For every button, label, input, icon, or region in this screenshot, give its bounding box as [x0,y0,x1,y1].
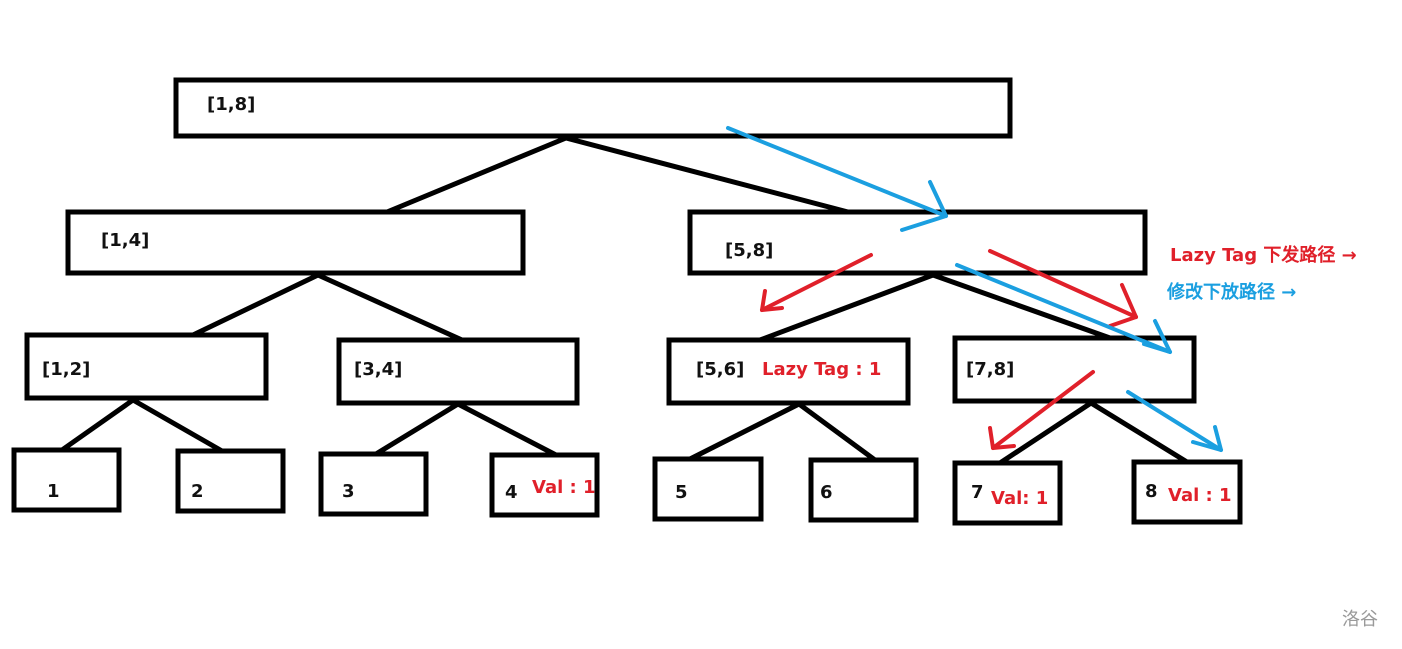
node-label: 2 [191,481,204,502]
node-box [11,447,122,513]
arrowhead-icon [1108,283,1138,328]
tree-node-n1_2: [1,2] [24,332,269,401]
node-label: [1,2] [42,359,90,380]
node-label: 3 [342,481,355,502]
tree-edge [60,397,135,453]
node-box [65,209,526,276]
node-label: [5,6] [696,359,744,380]
lazy-tag-arrow [988,249,1138,328]
node-annotation: Val : 1 [532,477,596,498]
lazy-tag-arrow [988,370,1095,450]
node-box [652,456,764,522]
node-box [318,451,429,517]
node-box [336,337,580,406]
tree-edge [688,401,801,462]
node-box [24,332,269,401]
tree-edge [565,135,849,215]
node-box [952,460,1063,526]
node-label: 8 [1145,481,1158,502]
tree-node-n5_6: [5,6] Lazy Tag : 1 [666,337,911,406]
node-label: 4 [505,482,518,503]
tree-node-n3_4: [3,4] [336,337,580,406]
tree-node-n5_8: [5,8] [687,209,1148,276]
tree-node-l3: 3 [318,451,429,517]
modify-path-arrow [1126,390,1223,452]
tree-node-l8: 8 Val : 1 [1131,459,1243,525]
node-label: [1,8] [207,94,255,115]
arrowhead-icon [760,289,784,312]
lazy-tag-arrow [760,253,873,312]
watermark: 洛谷 [1342,609,1378,630]
tree-node-l1: 1 [11,447,122,513]
legend: Lazy Tag 下发路径 → 修改下放路径 → [1166,244,1357,303]
tree-edges [60,135,1189,466]
tree-edge [797,401,877,463]
tree-node-l7: 7 Val: 1 [952,460,1063,526]
node-box [489,452,600,518]
tree-node-l6: 6 [808,457,919,523]
arrowhead-icon [900,180,948,232]
node-annotation: Lazy Tag : 1 [762,359,881,380]
node-label: [1,4] [101,230,149,251]
node-label: [7,8] [966,359,1014,380]
tree-node-l4: 4 Val : 1 [489,452,600,518]
tree-nodes: [1,8] [1,4] [5,8] [1,2] [3,4] [5,6] Lazy Tag :… [11,77,1243,526]
tree-node-n1_4: [1,4] [65,209,526,276]
node-box [687,209,1148,276]
tree-edge [1089,400,1189,465]
arrowhead-icon [1142,319,1172,354]
tree-edge [386,135,567,215]
modify-path-arrow [955,263,1172,354]
tree-edge [374,401,460,457]
node-label: [5,8] [725,240,773,261]
tree-node-l5: 5 [652,456,764,522]
node-box [1131,459,1243,525]
arrowhead-icon [1191,425,1223,452]
node-box [173,77,1013,139]
tree-edge [131,397,224,454]
modify-path-arrow [726,126,948,232]
node-label: 6 [820,482,833,503]
node-annotation: Val: 1 [991,488,1048,509]
tree-edge [316,272,464,343]
tree-node-n1_8: [1,8] [173,77,1013,139]
node-label: 5 [675,482,688,503]
tree-edge [998,400,1093,466]
legend-modify-path: 修改下放路径 → [1166,281,1296,303]
node-box [175,448,286,514]
node-label: 7 [971,482,984,503]
arrowhead-icon [988,426,1016,450]
legend-lazy-path: Lazy Tag 下发路径 → [1170,244,1357,266]
tree-edge [456,401,558,458]
node-annotation: Val : 1 [1168,485,1232,506]
node-label: [3,4] [354,359,402,380]
tree-node-l2: 2 [175,448,286,514]
node-label: 1 [47,481,60,502]
node-box [808,457,919,523]
tree-edge [932,272,1111,341]
tree-edge [759,272,934,343]
path-arrows [726,126,1223,452]
node-box [666,337,911,406]
tree-edge [191,272,320,338]
